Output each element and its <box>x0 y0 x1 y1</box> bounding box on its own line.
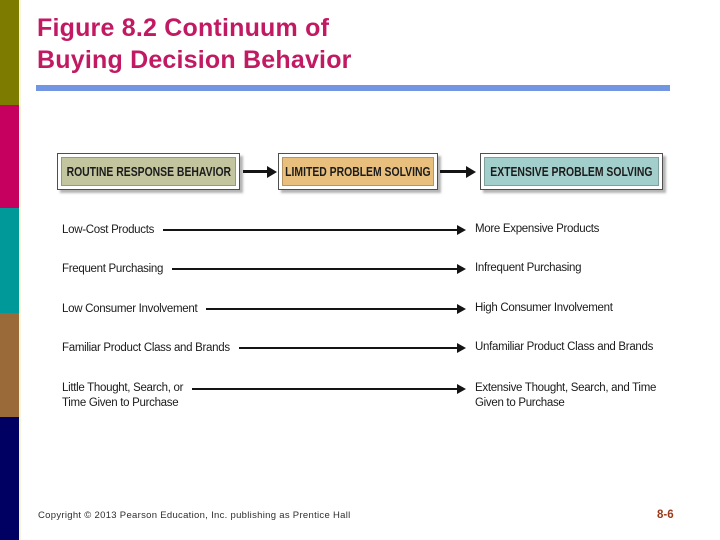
row-left-label: Low Consumer Involvement <box>62 303 198 315</box>
accent-bar-magenta <box>0 105 19 208</box>
accent-bar-teal <box>0 208 19 313</box>
stage-arrow-icon <box>243 165 277 178</box>
row-left-label-line1: Little Thought, Search, or <box>62 382 184 394</box>
row-right-label: Unfamiliar Product Class and Brands <box>475 341 654 353</box>
slide-title: Figure 8.2 Continuum of Buying Decision … <box>37 12 352 76</box>
stage-box-fill: ROUTINE RESPONSE BEHAVIOR <box>61 157 236 186</box>
stage-box-label: ROUTINE RESPONSE BEHAVIOR <box>66 164 231 179</box>
row-right-label-line2: Given to Purchase <box>475 397 565 409</box>
slide-title-line2: Buying Decision Behavior <box>37 46 352 74</box>
stage-box-limited-problem-solving: LIMITED PROBLEM SOLVING <box>278 153 438 190</box>
row-left-label: Low-Cost Products <box>62 224 155 236</box>
row-right-label: More Expensive Products <box>475 223 600 235</box>
right-arrow-icon <box>206 304 466 314</box>
slide-title-line1: Figure 8.2 Continuum of <box>37 14 330 42</box>
continuum-row: Frequent Purchasing <box>62 261 466 277</box>
stage-box-fill: LIMITED PROBLEM SOLVING <box>282 157 434 186</box>
stage-box-extensive-problem-solving: EXTENSIVE PROBLEM SOLVING <box>480 153 663 190</box>
stage-box-label: EXTENSIVE PROBLEM SOLVING <box>490 164 653 179</box>
continuum-row: Low Consumer Involvement <box>62 301 466 317</box>
stage-box-fill: EXTENSIVE PROBLEM SOLVING <box>484 157 659 186</box>
right-arrow-icon <box>172 264 466 274</box>
right-arrow-icon <box>238 343 467 353</box>
stage-box-label: LIMITED PROBLEM SOLVING <box>285 164 431 179</box>
row-right-label: Infrequent Purchasing <box>475 262 582 274</box>
continuum-row: Familiar Product Class and Brands <box>62 340 467 356</box>
continuum-row: Little Thought, Search, or Time Given to … <box>62 381 466 413</box>
copyright-text: Copyright © 2013 Pearson Education, Inc.… <box>38 510 351 521</box>
row-right-label-line1: Extensive Thought, Search, and Time <box>475 382 657 394</box>
right-arrow-icon <box>163 225 466 235</box>
page-number: 8-6 <box>657 509 674 521</box>
continuum-row: Low-Cost Products <box>62 222 466 238</box>
right-arrow-icon <box>192 383 466 394</box>
accent-bar-olive <box>0 0 19 105</box>
row-right-label: High Consumer Involvement <box>475 302 613 314</box>
title-underline <box>36 85 670 91</box>
stage-arrow-icon <box>440 165 476 178</box>
accent-bar-navy <box>0 417 19 540</box>
stage-box-routine-response: ROUTINE RESPONSE BEHAVIOR <box>57 153 240 190</box>
row-left-label: Little Thought, Search, or Time Given to … <box>62 381 183 411</box>
accent-bar-brown <box>0 313 19 417</box>
accent-bar-edge <box>19 0 21 540</box>
row-left-label: Frequent Purchasing <box>62 263 164 275</box>
row-left-label: Familiar Product Class and Brands <box>62 342 230 354</box>
row-left-label-line2: Time Given to Purchase <box>62 397 179 409</box>
